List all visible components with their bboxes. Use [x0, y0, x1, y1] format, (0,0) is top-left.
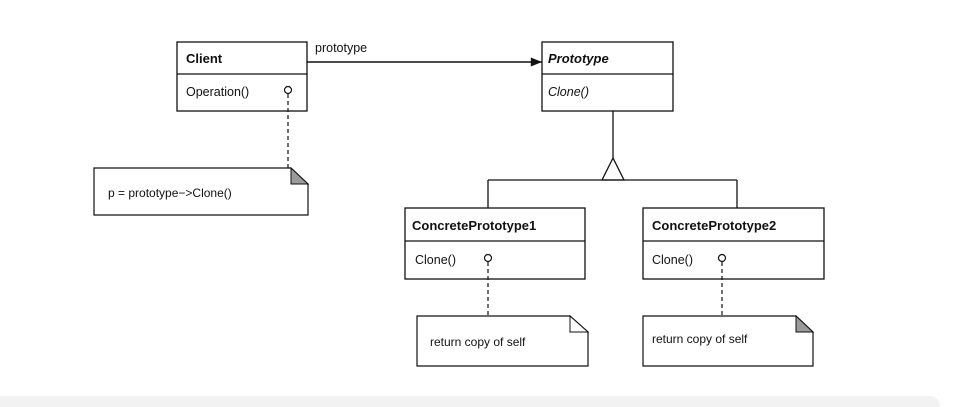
class-prototype: Prototype Clone()	[541, 41, 674, 112]
class-client-operation: Operation()	[186, 85, 249, 99]
inheritance-triangle	[600, 156, 626, 181]
note-client-text: p = prototype−>Clone()	[108, 186, 232, 200]
uml-class-diagram: prototype Client Operation() p = prototy…	[93, 41, 825, 367]
bottom-panel-strip	[0, 396, 940, 407]
class-concrete-prototype-1: ConcretePrototype1 Clone()	[404, 207, 586, 280]
class-concrete-prototype-1-operation: Clone()	[415, 253, 456, 267]
class-concrete-prototype-2-name: ConcretePrototype2	[652, 218, 776, 233]
inheritance-tree	[487, 111, 738, 208]
note-anchor-circle	[717, 253, 727, 263]
note-anchor-circle	[283, 85, 293, 95]
note-concrete-1-text: return copy of self	[430, 335, 526, 349]
note-concrete-2: return copy of self	[642, 314, 815, 367]
association-label: prototype	[315, 41, 367, 55]
note-concrete-2-text: return copy of self	[652, 332, 748, 346]
association-client-prototype: prototype	[307, 41, 542, 67]
class-prototype-operation: Clone()	[548, 85, 589, 99]
class-concrete-prototype-2: ConcretePrototype2 Clone()	[642, 207, 825, 280]
note-anchor-circle	[483, 253, 493, 263]
note-client: p = prototype−>Clone()	[93, 166, 310, 216]
note-concrete-1: return copy of self	[416, 314, 590, 367]
class-client-name: Client	[186, 51, 223, 66]
class-client: Client Operation()	[176, 41, 308, 112]
class-concrete-prototype-2-operation: Clone()	[652, 253, 693, 267]
class-prototype-name: Prototype	[548, 51, 609, 66]
class-concrete-prototype-1-name: ConcretePrototype1	[412, 218, 536, 233]
